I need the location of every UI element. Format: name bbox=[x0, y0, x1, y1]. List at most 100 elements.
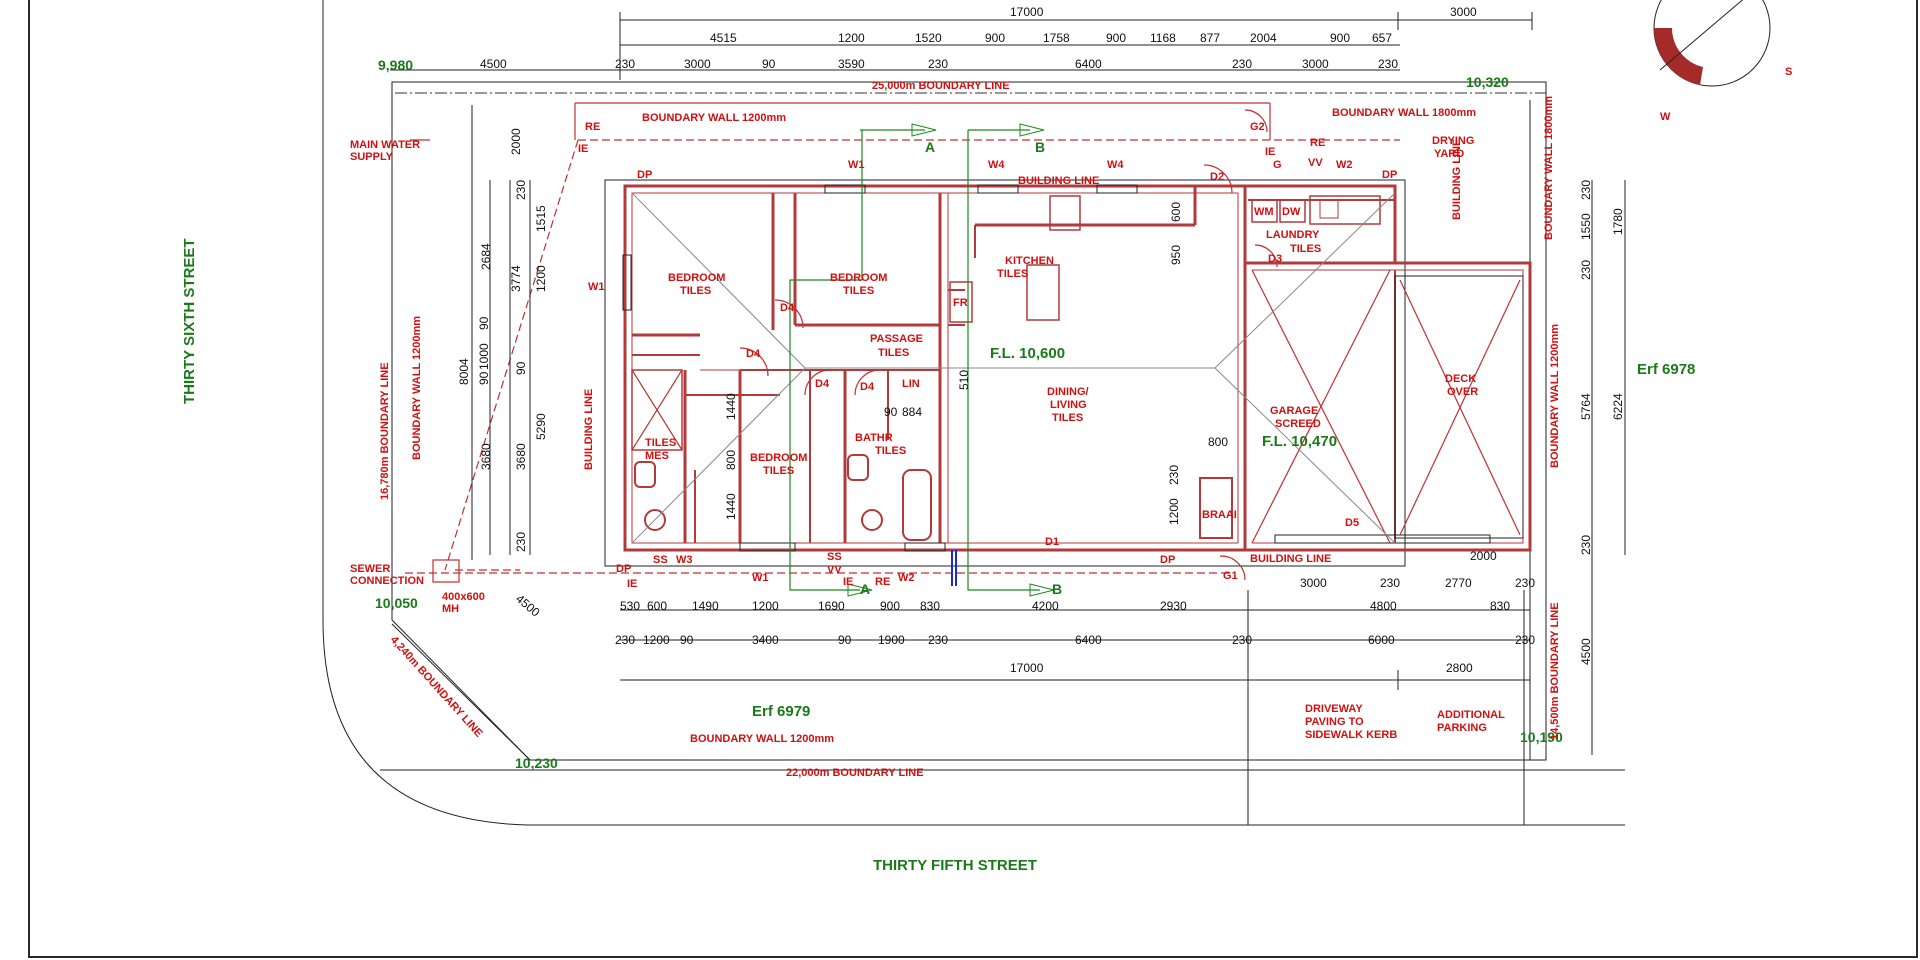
tag-w1-s: W1 bbox=[752, 572, 769, 584]
dim-in-3: 800 bbox=[1208, 435, 1228, 449]
kerb-label: SIDEWALK KERB bbox=[1305, 729, 1397, 741]
bathroom-label: BATHR bbox=[855, 432, 893, 444]
dim-b2-5: 1900 bbox=[878, 633, 905, 647]
dim-b1-9: 3000 bbox=[1300, 576, 1327, 590]
ensuite-floor: TILES bbox=[645, 437, 676, 449]
dim-t1-5: 900 bbox=[1106, 31, 1126, 45]
dim-b1-0: 530 bbox=[620, 599, 640, 613]
dim-b2-7: 6400 bbox=[1075, 633, 1102, 647]
dim-t2-9: 230 bbox=[1378, 57, 1398, 71]
section-lines bbox=[789, 123, 1055, 597]
dim-b1-2: 1490 bbox=[692, 599, 719, 613]
dim-lv-8: 1000 bbox=[477, 343, 491, 370]
element-tags: RE IE RE IE DP DP DP DP IE IE RE SS SS V… bbox=[578, 121, 1397, 597]
north-boundary-wall: BOUNDARY WALL 1200mm bbox=[642, 112, 786, 124]
dining-label: DINING/ bbox=[1047, 386, 1089, 398]
tag-re-s: RE bbox=[875, 576, 890, 588]
dim-re-0: 2000 bbox=[1470, 549, 1497, 563]
dim-t1-4: 1758 bbox=[1043, 31, 1070, 45]
dim-in-1: 600 bbox=[1169, 202, 1183, 222]
dim-in-9: 1200 bbox=[1167, 498, 1181, 525]
dining-floor: TILES bbox=[1052, 412, 1083, 424]
dim-bot-overall: 17000 bbox=[1010, 661, 1044, 675]
dim-in-10: 230 bbox=[1167, 465, 1181, 485]
dim-lv-5: 3774 bbox=[509, 265, 523, 292]
dim-in-5: 800 bbox=[724, 450, 738, 470]
drying-label: DRYING bbox=[1432, 135, 1474, 147]
deck-label: DECK bbox=[1445, 373, 1476, 385]
tag-w3: W3 bbox=[676, 554, 693, 566]
tag-ss-s: SS bbox=[827, 551, 842, 563]
tag-w1-n: W1 bbox=[848, 159, 865, 171]
kitchen-floor: TILES bbox=[997, 268, 1028, 280]
tag-w4-b: W4 bbox=[1107, 159, 1124, 171]
dim-b1-5: 900 bbox=[880, 599, 900, 613]
tag-vv-s: VV bbox=[827, 564, 842, 576]
dim-t2-6: 6400 bbox=[1075, 57, 1102, 71]
west-boundary-wall: BOUNDARY WALL 1200mm bbox=[411, 316, 423, 460]
south-boundary-line: 22,000m BOUNDARY LINE bbox=[786, 767, 924, 779]
additional-label: ADDITIONAL bbox=[1437, 709, 1505, 721]
laundry-floor: TILES bbox=[1290, 243, 1321, 255]
section-a-top: A bbox=[925, 139, 935, 155]
dim-in-0: 950 bbox=[1169, 245, 1183, 265]
level-ne: 10,320 bbox=[1466, 74, 1509, 90]
svg-text:S: S bbox=[1785, 66, 1792, 78]
bedroom-2-label: BEDROOM bbox=[830, 272, 887, 284]
garage-label: GARAGE bbox=[1270, 405, 1318, 417]
section-b-top: B bbox=[1035, 139, 1045, 155]
building-line-south: BUILDING LINE bbox=[1250, 553, 1331, 565]
braai-label: BRAAI bbox=[1202, 509, 1237, 521]
fridge-label: FR bbox=[953, 297, 968, 309]
erf-south: Erf 6979 bbox=[752, 703, 810, 720]
floor-level-garage: F.L. 10,470 bbox=[1262, 433, 1337, 450]
dim-b1-1: 600 bbox=[647, 599, 667, 613]
dim-t1-9: 900 bbox=[1330, 31, 1350, 45]
level-se: 10,190 bbox=[1520, 729, 1563, 745]
passage-label: PASSAGE bbox=[870, 333, 923, 345]
dim-b1-4: 1690 bbox=[818, 599, 845, 613]
tag-g1: G1 bbox=[1223, 570, 1238, 582]
dim-b2-6: 230 bbox=[928, 633, 948, 647]
tag-re-nw: RE bbox=[585, 121, 600, 133]
tag-d4-d: D4 bbox=[860, 381, 875, 393]
tag-w1-w: W1 bbox=[588, 281, 605, 293]
tag-ie-s: IE bbox=[843, 576, 853, 588]
dim-lv-9: 90 bbox=[477, 371, 491, 385]
north-boundary-wall-east: BOUNDARY WALL 1800mm bbox=[1332, 107, 1476, 119]
dim-t1-8: 2004 bbox=[1250, 31, 1277, 45]
yard-label: YARD bbox=[1434, 148, 1464, 160]
corner-boundary-line: 4,240m BOUNDARY LINE bbox=[388, 634, 485, 740]
tag-dp-s: DP bbox=[1160, 554, 1175, 566]
driveway-label: DRIVEWAY bbox=[1305, 703, 1363, 715]
room-labels: BEDROOM TILES BEDROOM TILES BEDROOM TILE… bbox=[645, 206, 1321, 521]
section-a-bottom: A bbox=[860, 581, 870, 597]
manhole-size: 400x600 bbox=[442, 591, 485, 603]
dim-b1-3: 1200 bbox=[752, 599, 779, 613]
over-label: OVER bbox=[1447, 386, 1478, 398]
dim-lv-11: 5290 bbox=[534, 413, 548, 440]
dim-re-1: 2770 bbox=[1445, 576, 1472, 590]
dim-b1-12: 830 bbox=[1490, 599, 1510, 613]
site-boundary bbox=[322, 0, 1625, 826]
level-nw: 9,980 bbox=[378, 57, 413, 73]
linen-label: LIN bbox=[902, 378, 920, 390]
dim-t1-0: 4515 bbox=[710, 31, 737, 45]
dim-rv-3: 1780 bbox=[1611, 208, 1625, 235]
bedroom-2-floor: TILES bbox=[843, 285, 874, 297]
tag-g2: G2 bbox=[1250, 121, 1265, 133]
tag-dp-ne: DP bbox=[1382, 169, 1397, 181]
dim-rv-7: 4500 bbox=[1579, 638, 1593, 665]
dim-lv-1: 230 bbox=[514, 180, 528, 200]
supply-label: SUPPLY bbox=[350, 151, 394, 163]
dim-b2-1: 1200 bbox=[643, 633, 670, 647]
dim-t2-4: 3590 bbox=[838, 57, 865, 71]
dim-lv-13: 3680 bbox=[514, 443, 528, 470]
living-label: LIVING bbox=[1050, 399, 1087, 411]
tag-d1: D1 bbox=[1045, 536, 1059, 548]
dim-lv-7: 90 bbox=[477, 316, 491, 330]
tag-dp-nw: DP bbox=[637, 169, 652, 181]
garage-floor: SCREED bbox=[1275, 418, 1321, 430]
dim-rv-1: 1550 bbox=[1579, 213, 1593, 240]
tag-vv-n: VV bbox=[1308, 157, 1323, 169]
